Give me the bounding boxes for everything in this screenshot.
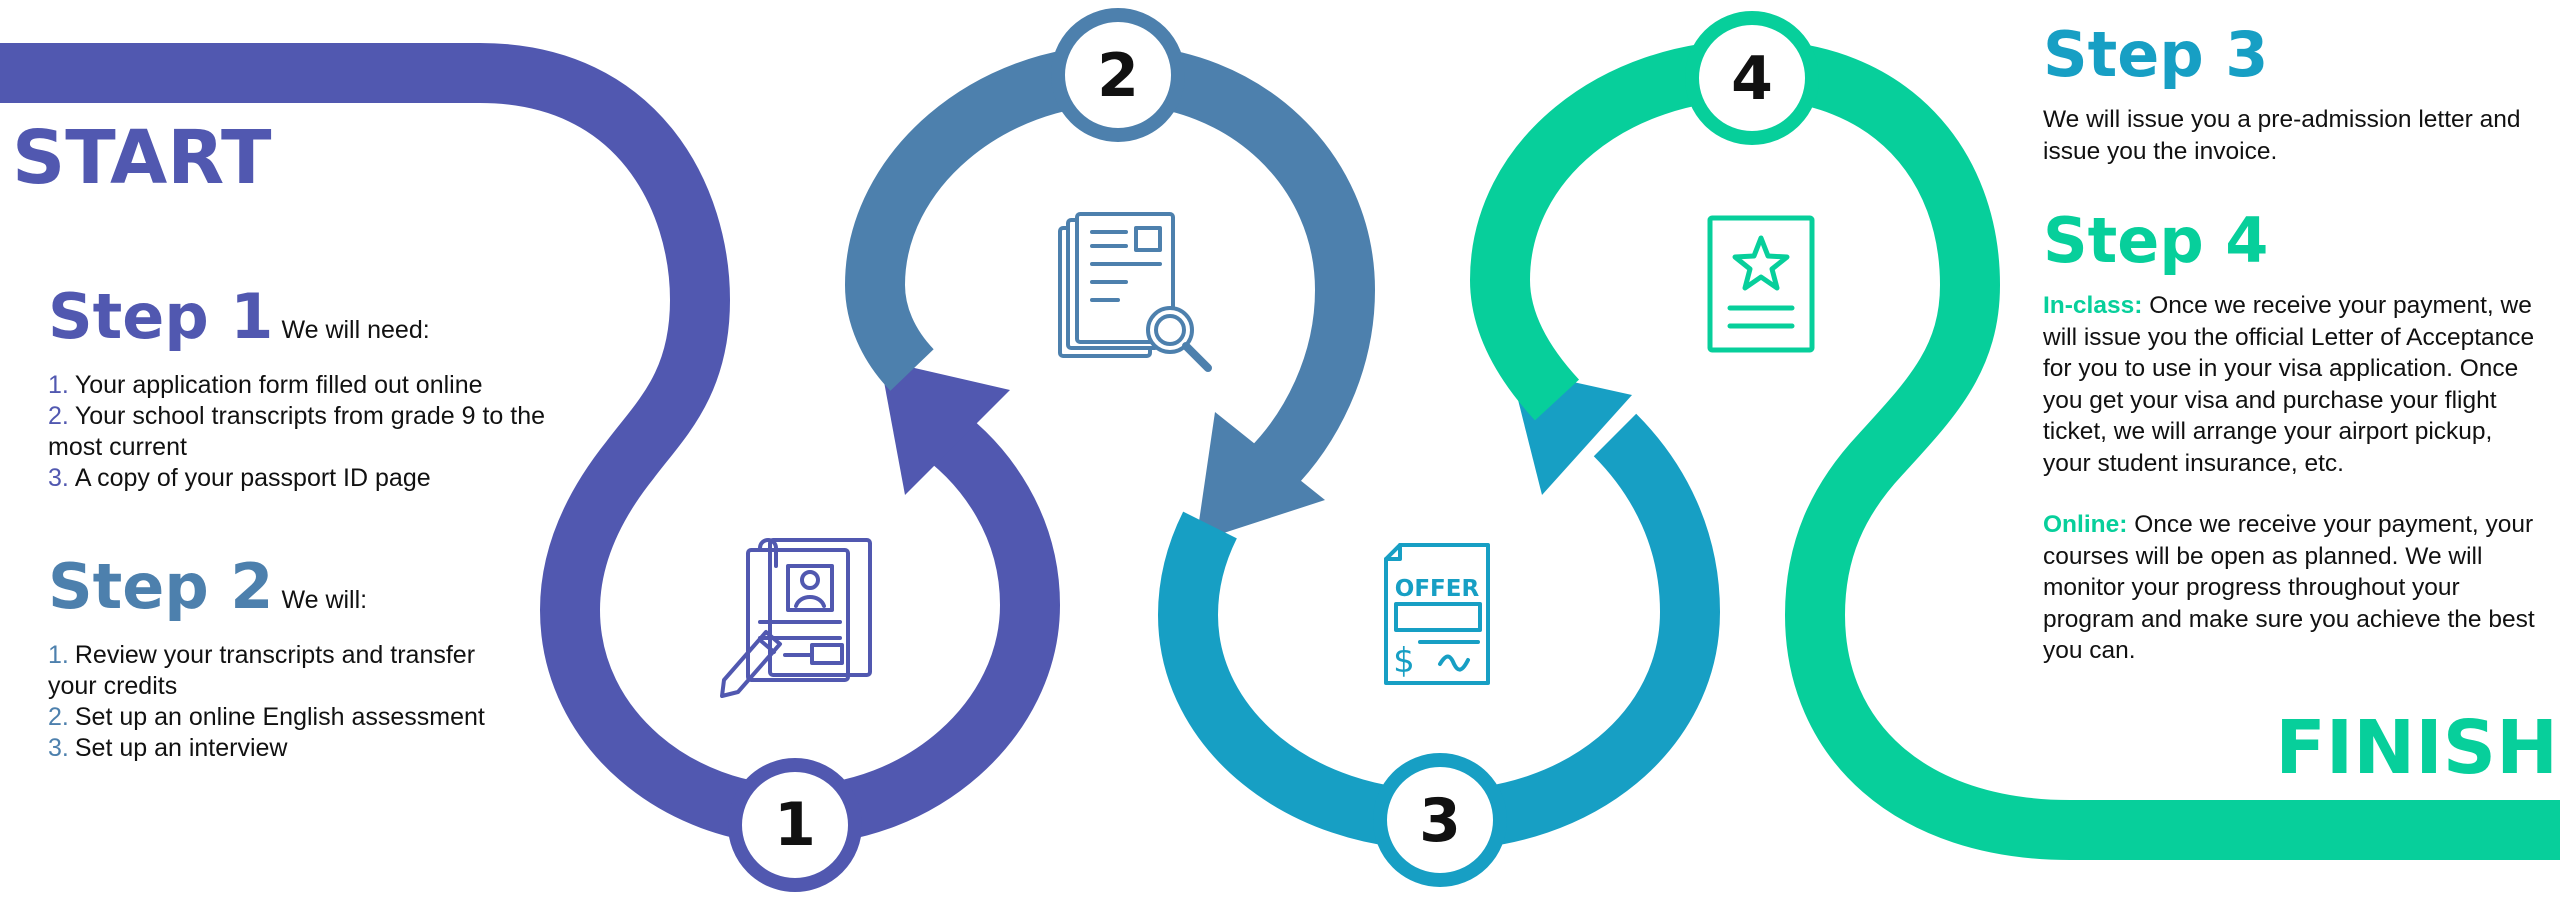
list-item: 2.Your school transcripts from grade 9 t… [48, 401, 568, 463]
step-marker-3: 3 [1373, 753, 1507, 887]
step4-block: Step 4 In-class: Once we receive your pa… [2043, 206, 2543, 667]
dollar-sign-glyph: $ [1393, 641, 1415, 681]
step1-list: 1.Your application form filled out onlin… [48, 370, 568, 494]
step3-block: Step 3 We will issue you a pre-admission… [2043, 20, 2543, 167]
step1-heading: Step 1 [48, 280, 274, 353]
finish-label: FINISH [2275, 705, 2558, 791]
inclass-text: Once we receive your payment, we will is… [2043, 292, 2535, 477]
list-item: 2.Set up an online English assessment [48, 702, 508, 733]
list-number: 3. [48, 734, 69, 762]
list-text: Set up an online English assessment [74, 703, 485, 731]
online-label: Online: [2043, 511, 2128, 538]
step4-inclass-paragraph: In-class: Once we receive your payment, … [2043, 290, 2543, 479]
list-item: 3.Set up an interview [48, 733, 508, 764]
step1-subheading: We will need: [281, 316, 430, 344]
step-marker-1: 1 [728, 758, 862, 892]
marker-1-label: 1 [774, 790, 816, 860]
step3-text: We will issue you a pre-admission letter… [2043, 106, 2521, 165]
list-number: 2. [48, 402, 69, 430]
step-marker-4: 4 [1685, 11, 1819, 145]
list-text: Your application form filled out online [74, 371, 483, 399]
step2-subheading: We will: [281, 586, 368, 614]
marker-3-label: 3 [1419, 786, 1461, 856]
list-item: 1.Your application form filled out onlin… [48, 370, 568, 401]
marker-4-label: 4 [1731, 44, 1773, 114]
online-text: Once we receive your payment, your cours… [2043, 511, 2535, 664]
list-text: Set up an interview [74, 734, 288, 762]
start-label: START [12, 115, 272, 201]
list-number: 2. [48, 703, 69, 731]
offer-icon-text: OFFER [1395, 576, 1480, 602]
offer-letter-icon: OFFER $ [1384, 543, 1490, 685]
arrowhead-purple [880, 360, 1010, 495]
list-text: Review your transcripts and transfer you… [48, 641, 476, 700]
list-number: 1. [48, 371, 69, 399]
list-item: 3.A copy of your passport ID page [48, 463, 568, 494]
inclass-label: In-class: [2043, 292, 2143, 319]
list-number: 3. [48, 464, 69, 492]
list-number: 1. [48, 641, 69, 669]
list-text: Your school transcripts from grade 9 to … [48, 402, 546, 461]
arrowhead-steel-blue [1196, 412, 1325, 542]
step4-heading: Step 4 [2043, 204, 2269, 277]
list-text: A copy of your passport ID page [74, 464, 431, 492]
step3-heading: Step 3 [2043, 18, 2269, 91]
path-segment-purple [0, 43, 1061, 846]
application-form-icon [720, 538, 872, 698]
document-search-icon [1058, 212, 1212, 372]
path-segment-green [1469, 39, 2560, 860]
step4-online-paragraph: Online: Once we receive your payment, yo… [2043, 509, 2543, 667]
step2-heading: Step 2 [48, 550, 274, 623]
certificate-star-icon [1707, 215, 1815, 353]
marker-2-label: 2 [1097, 41, 1139, 111]
list-item: 1.Review your transcripts and transfer y… [48, 640, 508, 702]
step-marker-2: 2 [1051, 8, 1185, 142]
step2-list: 1.Review your transcripts and transfer y… [48, 640, 508, 764]
